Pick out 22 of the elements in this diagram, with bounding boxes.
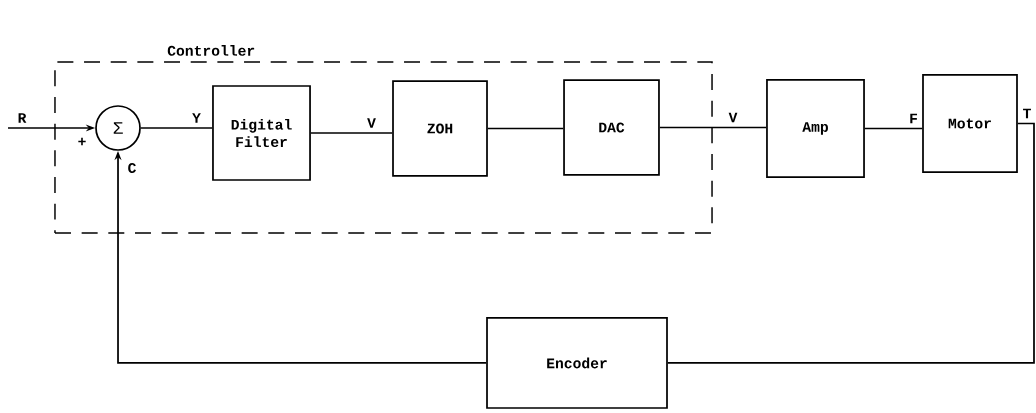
signal-label: F [907,112,920,125]
signal-label: R [16,111,28,125]
connector [864,127,923,130]
group-title: Controller [167,45,255,56]
block: DAC [563,79,660,176]
connector [140,127,213,129]
block: Encoder [486,317,668,409]
block: Motor [922,74,1018,173]
connector [487,127,565,130]
connector [310,132,393,134]
block: Digital Filter [212,85,311,181]
signal-label: C [126,161,138,175]
signal-label: T [1021,107,1033,120]
signal-label: V [365,116,378,130]
connector [667,122,1035,364]
summing-junction: Σ [95,105,141,151]
signal-label: Y [190,111,203,125]
block: ZOH [392,80,488,177]
signal-label: V [727,111,739,124]
connector [658,126,767,129]
block: Amp [766,79,865,178]
sign-label: + [78,137,86,146]
